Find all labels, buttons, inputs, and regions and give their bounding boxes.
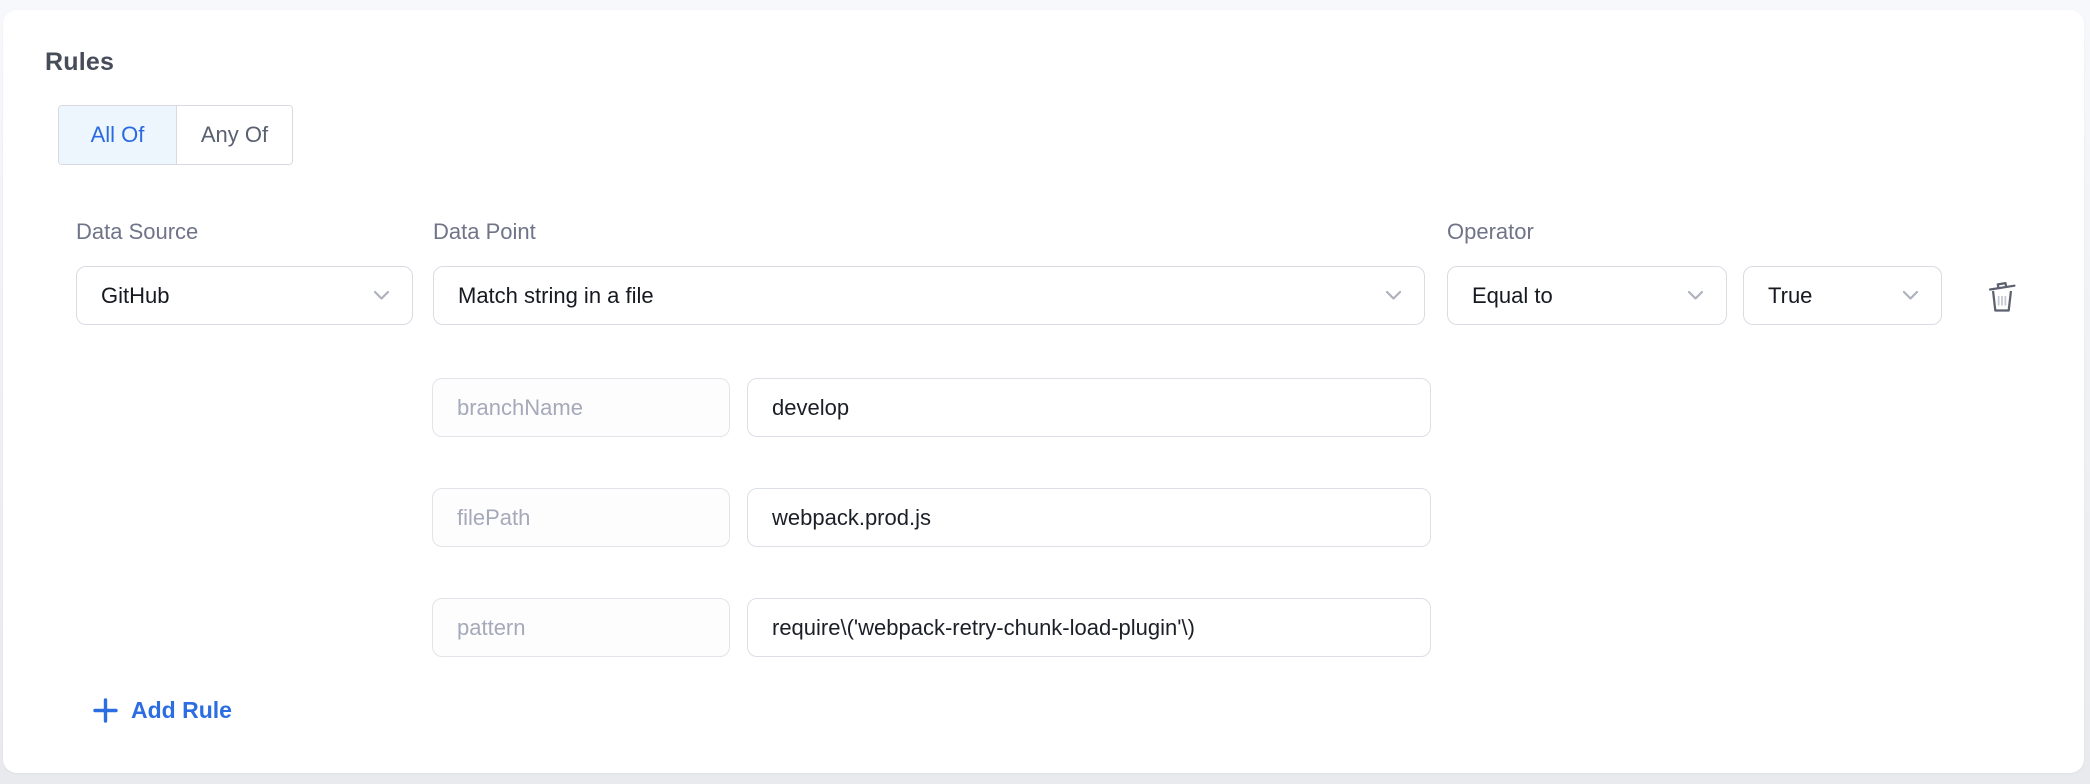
trash-icon xyxy=(1983,275,2021,317)
chevron-down-icon xyxy=(1687,290,1704,301)
data-source-value: GitHub xyxy=(101,282,170,308)
data-source-label: Data Source xyxy=(76,219,199,244)
add-rule-button[interactable]: Add Rule xyxy=(92,697,232,724)
operand-select[interactable]: True xyxy=(1743,266,1942,325)
param-input-filepath[interactable] xyxy=(747,488,1431,547)
plus-icon xyxy=(92,697,119,724)
param-input-pattern[interactable] xyxy=(747,598,1431,657)
data-point-select[interactable]: Match string in a file xyxy=(433,266,1425,325)
add-rule-label: Add Rule xyxy=(131,697,232,723)
data-source-select[interactable]: GitHub xyxy=(76,266,413,325)
toggle-all-of[interactable]: All Of xyxy=(59,106,177,164)
chevron-down-icon xyxy=(1902,290,1919,301)
chevron-down-icon xyxy=(373,290,390,301)
toggle-any-of[interactable]: Any Of xyxy=(177,106,292,164)
match-mode-toggle: All Of Any Of xyxy=(58,105,293,165)
page-title: Rules xyxy=(45,48,115,76)
operand-value: True xyxy=(1768,282,1813,308)
param-key-branchname: branchName xyxy=(432,378,730,437)
operator-label: Operator xyxy=(1447,219,1534,244)
operator-value: Equal to xyxy=(1472,282,1553,308)
param-input-branchname[interactable] xyxy=(747,378,1431,437)
delete-rule-button[interactable] xyxy=(1980,272,2024,320)
data-point-label: Data Point xyxy=(433,219,536,244)
chevron-down-icon xyxy=(1385,290,1402,301)
data-point-value: Match string in a file xyxy=(458,282,654,308)
param-key-filepath: filePath xyxy=(432,488,730,547)
operator-select[interactable]: Equal to xyxy=(1447,266,1727,325)
param-key-pattern: pattern xyxy=(432,598,730,657)
